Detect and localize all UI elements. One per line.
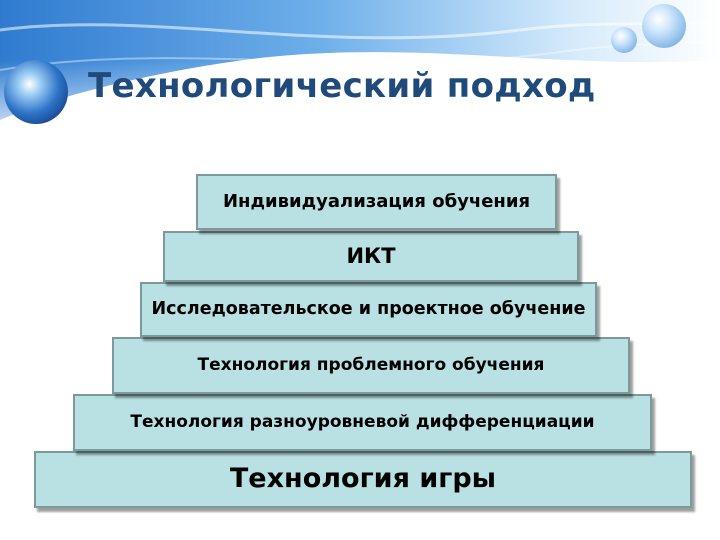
header-decoration xyxy=(0,0,720,150)
pyramid-step-differentiation: Технология разноуровневой дифференциации xyxy=(73,394,652,451)
pyramid-step-individualization: Индивидуализация обучения xyxy=(196,174,557,230)
pyramid-step-research-project: Исследовательское и проектное обучение xyxy=(140,282,597,337)
page-title: Технологический подход xyxy=(88,66,596,106)
pyramid-step-problem-learning: Технология проблемного обучения xyxy=(112,337,630,394)
pyramid-step-game-technology: Технология игры xyxy=(34,451,692,508)
pyramid-step-ict: ИКТ xyxy=(163,231,579,282)
